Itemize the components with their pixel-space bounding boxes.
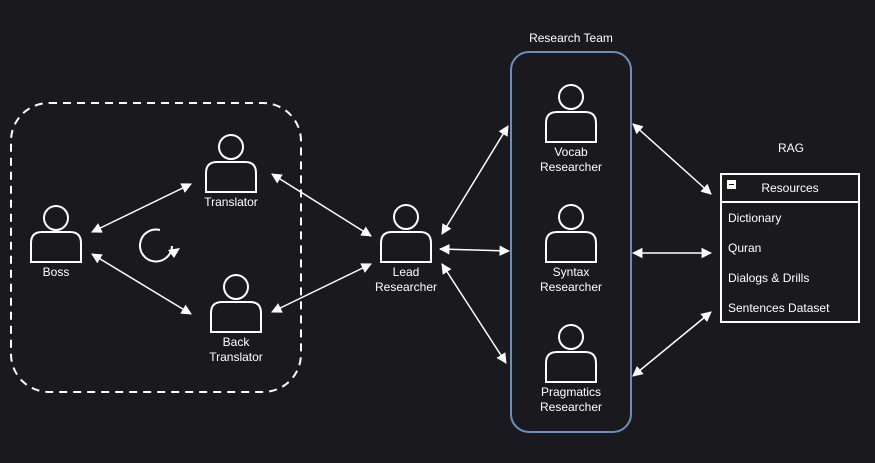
back-translator-person-icon[interactable] [210, 274, 262, 333]
boss-label: Boss [42, 265, 70, 279]
boss-person-icon[interactable] [30, 205, 82, 263]
translator-label: Translator [204, 195, 258, 209]
arrow-lead-vocab[interactable] [441, 125, 509, 235]
resource-item-quran[interactable]: Quran [728, 241, 762, 255]
loop-cycle-icon [139, 228, 180, 263]
vocab-researcher-person-icon[interactable] [545, 84, 597, 143]
collapse-icon[interactable] [727, 180, 736, 189]
resources-list[interactable]: Resources Dictionary Quran Dialogs & Dri… [720, 173, 860, 323]
research-team-container[interactable] [510, 51, 632, 433]
resources-title: Resources [761, 181, 819, 195]
arrow-back-translator-lead[interactable] [271, 263, 372, 313]
research-team-title: Research Team [529, 31, 613, 45]
arrow-lead-pragmatics[interactable] [441, 263, 507, 364]
arrow-team-resources-top[interactable] [632, 123, 712, 195]
translator-person-icon[interactable] [205, 134, 257, 193]
pragmatics-researcher-person-icon[interactable] [545, 324, 597, 383]
resource-item-dialogs-drills[interactable]: Dialogs & Drills [728, 271, 810, 285]
lead-researcher-person-icon[interactable] [380, 204, 432, 263]
arrow-translator-lead[interactable] [271, 173, 372, 237]
rag-label: RAG [777, 141, 805, 155]
arrow-team-resources-bottom[interactable] [632, 311, 712, 377]
arrow-boss-translator[interactable] [91, 183, 192, 233]
arrow-boss-back-translator[interactable] [91, 253, 192, 315]
resource-item-sentences-dataset[interactable]: Sentences Dataset [728, 301, 830, 315]
arrow-lead-syntax[interactable] [438, 244, 511, 256]
syntax-researcher-person-icon[interactable] [545, 204, 597, 263]
translation-group-boundary [10, 102, 302, 393]
resource-item-dictionary[interactable]: Dictionary [728, 211, 782, 225]
resources-header[interactable]: Resources [722, 175, 858, 203]
